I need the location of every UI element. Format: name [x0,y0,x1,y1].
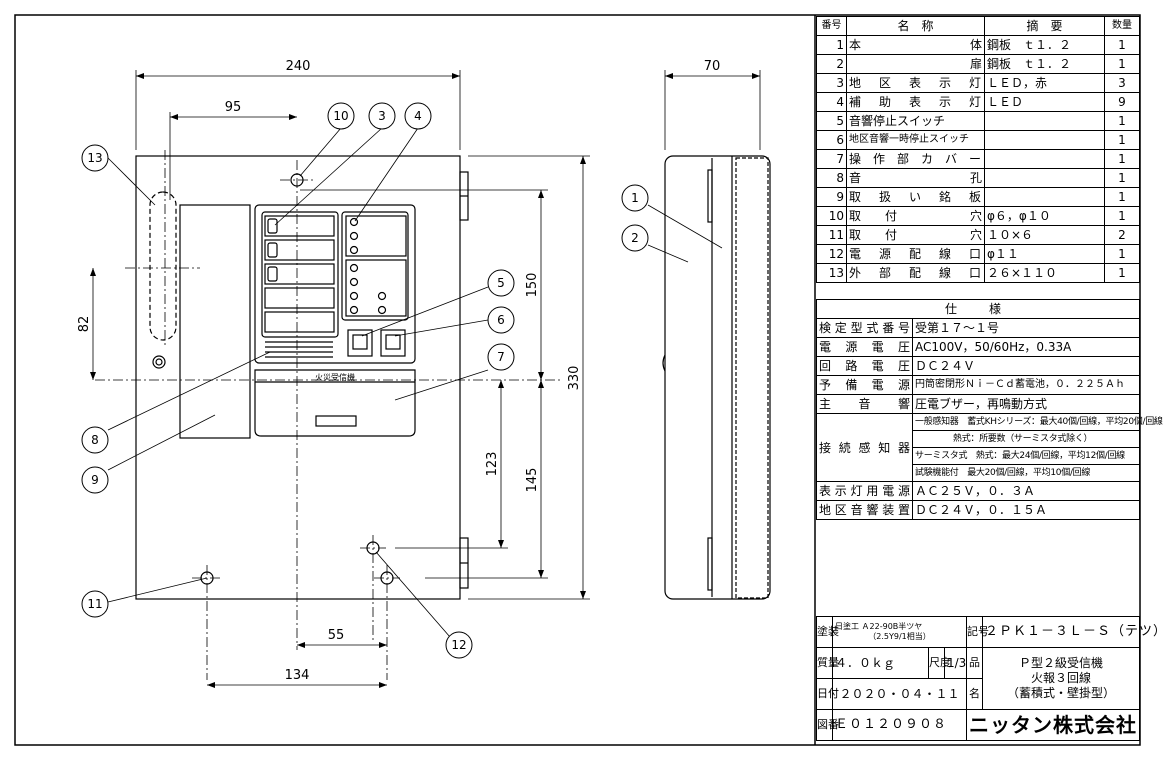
svg-text:7: 7 [497,350,505,364]
parts-row: 3 地区表示灯 ＬＥＤ，赤 3 [816,73,1140,93]
spec-row-sensor: 接続感知器 一般感知器 蓄式KHシリーズ：最大40個/回線，平均20個/回線 [816,413,1163,482]
svg-text:4: 4 [414,109,422,123]
balloon-12 [445,631,473,659]
svg-text:13: 13 [87,151,102,165]
svg-text:10: 10 [333,109,348,123]
parts-row: 12 電源配線口 φ１１ 1 [816,244,1140,264]
maker-name: ニッタン株式会社 [966,709,1141,741]
parts-row: 8 音孔 1 [816,168,1140,188]
front-label: 火災受信機 [315,372,355,382]
dim-145: 145 [525,468,540,493]
svg-text:9: 9 [91,473,99,487]
sound-holes [265,341,333,358]
side-body-outline [664,155,771,600]
dim-70: 70 [704,59,721,74]
dim-95: 95 [225,100,242,115]
svg-text:1: 1 [631,191,639,205]
part-balloons [81,102,649,659]
parts-row: 4 補助表示灯 ＬＥＤ 9 [816,92,1140,112]
parts-row: 9 取扱い銘板 1 [816,187,1140,207]
balloon-13 [81,144,109,172]
dim-134: 134 [285,668,310,683]
parts-row: 2 扉 鋼板 ｔ１．２ 1 [816,54,1140,74]
drawing-border [14,14,1141,746]
side-door-outline [735,157,769,599]
svg-text:8: 8 [91,433,99,447]
screw-icon [152,355,166,369]
dim-82: 82 [77,316,92,333]
center-lines [95,150,560,680]
spec-row: 表示灯用電源 ＡＣ２５Ｖ，０．３Ａ [816,481,1141,501]
svg-text:3: 3 [378,109,386,123]
dim-123: 123 [485,452,500,477]
leader-lines [107,127,723,638]
instruction-plate [179,204,251,439]
spec-table: 仕 様 検定型式番号 受第１７～１号 電源電圧 AC100V，50/60Hz，0… [815,299,1163,520]
aux-indicator-area [341,211,409,321]
svg-text:11: 11 [87,597,102,611]
balloon-7 [487,343,515,371]
spec-row: 主音響 圧電ブザー，再鳴動方式 [816,394,1141,414]
balloon-3 [368,102,396,130]
spec-row: 予備電源 円筒密閉形Ｎｉ－Ｃｄ蓄電池，０．２２５Ａｈ [816,375,1141,395]
dimension-texts: 240 95 150 82 330 123 145 55 134 70 [77,59,720,683]
balloon-9 [81,466,109,494]
zone-indicator-area [261,211,339,338]
balloon-10 [327,102,355,130]
parts-row: 5 音響停止スイッチ 1 [816,111,1140,131]
balloon-4 [404,102,432,130]
balloon-11 [81,590,109,618]
spec-row: 地区音響装置 ＤＣ２４Ｖ，０．１５Ａ [816,500,1141,520]
parts-row: 1 本体 鋼板 ｔ１．２ 1 [816,35,1140,55]
parts-row: 10 取 付穴 φ６，φ１０ 1 [816,206,1140,226]
body-outline [135,155,461,600]
external-wiring-port [149,191,177,341]
dimension-lines [92,70,761,686]
side-view [662,155,771,600]
zone-sound-pause-switch [380,329,406,357]
title-block: 塗装 日塗工 Ａ22-90B半ツヤ （2.5Y9/1相当） 記号 ２ＰＫ１－３Ｌ… [816,616,1166,741]
dim-240: 240 [286,59,311,74]
parts-row: 6 地区音響一時停止スイッチ 1 [816,130,1140,150]
balloon-8 [81,426,109,454]
balloon-5 [487,269,515,297]
balloon-6 [487,306,515,334]
spec-row: 回路電圧 ＤＣ２４Ｖ [816,356,1141,376]
svg-text:5: 5 [497,276,505,290]
operation-panel [254,204,416,364]
parts-table: 番号 名 称 摘 要 数量 1 本体 鋼板 ｔ１．２ 1 2 扉 鋼板 ｔ１．２… [816,16,1140,283]
svg-text:6: 6 [497,313,505,327]
parts-row: 7 操作部カバー 1 [816,149,1140,169]
parts-header: 番号 名 称 摘 要 数量 [816,16,1140,36]
svg-text:12: 12 [451,638,466,652]
parts-row: 11 取 付穴 １０×６ 2 [816,225,1140,245]
sound-stop-switch [347,329,373,357]
spec-row: 検定型式番号 受第１７～１号 [816,318,1141,338]
svg-text:2: 2 [631,231,639,245]
balloon-2 [621,224,649,252]
dim-330: 330 [567,366,582,391]
parts-row: 13 外部配線口 ２６×１１０ 1 [816,263,1140,283]
dimension-arrows [90,73,760,688]
dim-150: 150 [525,273,540,298]
spec-row: 電源電圧 AC100V，50/60Hz，0.33A [816,337,1141,357]
balloon-texts: 10 3 4 13 5 6 7 8 9 11 12 1 2 [87,109,638,652]
dim-55: 55 [328,628,345,643]
balloon-1 [621,184,649,212]
spec-header: 仕 様 [815,299,1141,319]
front-view [135,155,469,600]
operation-cover [254,369,416,437]
